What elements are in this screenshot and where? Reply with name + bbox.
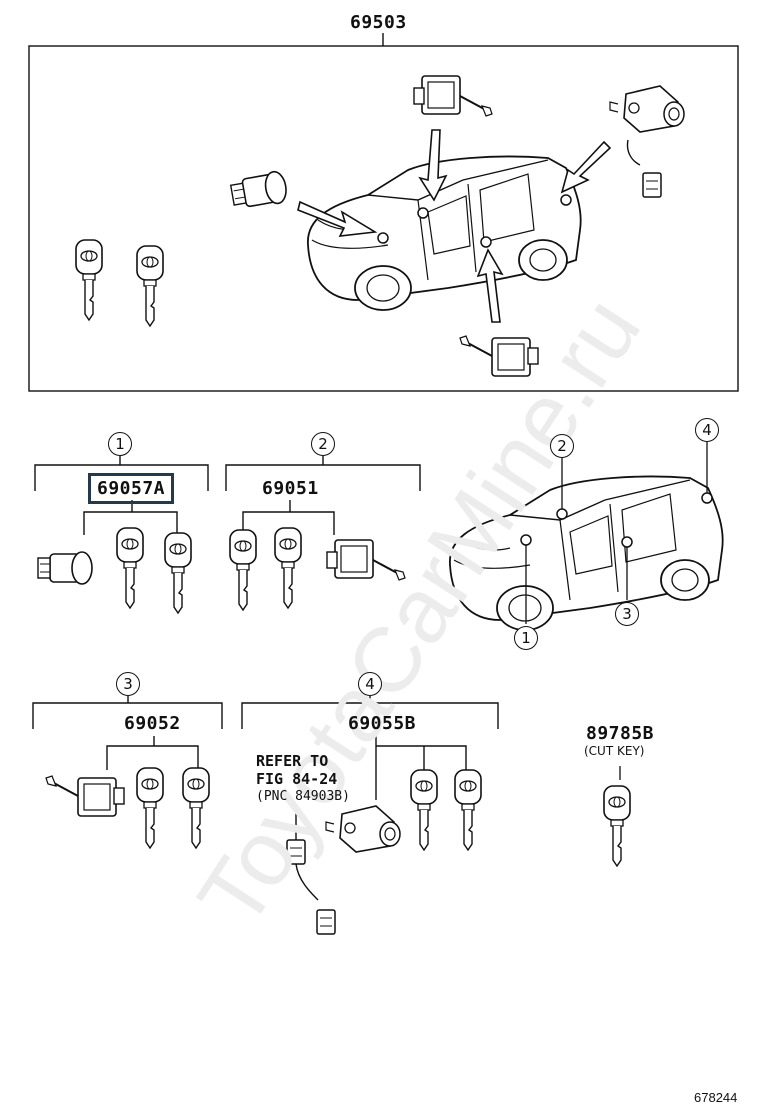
set2-key-2 [274,527,302,609]
top-back-door-connector [642,172,662,198]
set4-index-callout: 4 [358,672,382,696]
reference-note-line2: FIG 84-24 [256,770,338,788]
set2-part-number[interactable]: 69051 [262,478,319,499]
reference-note-line3: (PNC 84903B) [256,789,350,804]
set1-key-2 [164,532,192,614]
set4-connector-2 [316,909,336,935]
reference-note: REFER TO FIG 84-24 (PNC 84903B) [256,752,350,806]
top-key-1 [75,239,103,321]
top-key-2 [136,245,164,327]
top-back-door-lock [609,85,685,133]
set3-key-1 [136,767,164,849]
set1-part-number-highlighted[interactable]: 69057A [88,473,175,504]
set1-index-callout: 1 [108,432,132,456]
top-ignition-cylinder [228,169,290,212]
set4-key-2 [454,769,482,851]
cut-key-note: (CUT KEY) [584,744,645,758]
top-door-lock-front [413,75,493,117]
set2-key-1 [229,529,257,611]
car-callout-2: 2 [550,434,574,458]
cut-key-part-number[interactable]: 89785B [586,723,655,744]
set4-key-1 [410,769,438,851]
set4-part-number[interactable]: 69055B [348,713,417,734]
set3-index-callout: 3 [116,672,140,696]
set3-part-number[interactable]: 69052 [124,713,181,734]
car-callout-4: 4 [695,418,719,442]
set3-key-2 [182,767,210,849]
diagram-id: 678244 [694,1090,738,1105]
car-callout-1: 1 [514,626,538,650]
set2-index-callout: 2 [311,432,335,456]
set1-cylinder [37,551,93,585]
set1-key-1 [116,527,144,609]
assembly-part-number: 69503 [350,12,407,33]
set3-door-lock [45,775,125,817]
cut-key [603,785,631,867]
reference-note-line1: REFER TO [256,752,329,770]
car-callout-3: 3 [615,602,639,626]
